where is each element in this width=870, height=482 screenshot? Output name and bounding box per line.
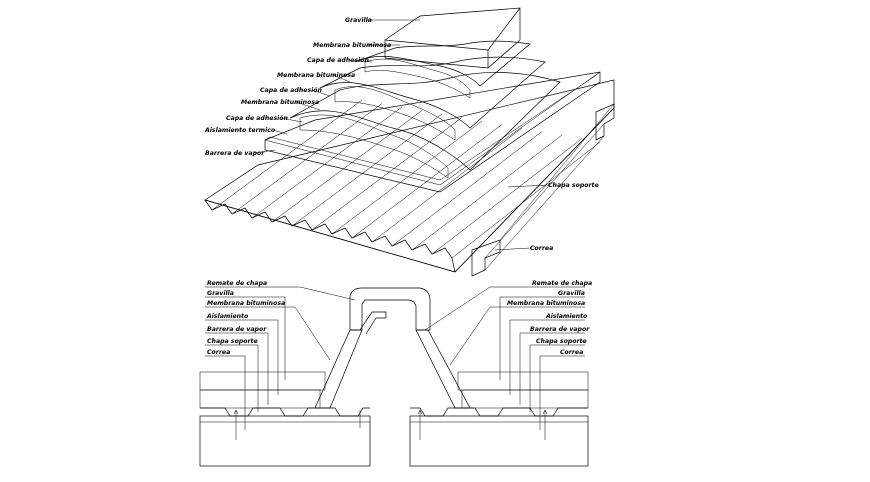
sec-left-membrana: Membrana bituminosa bbox=[207, 299, 285, 307]
membrane-layer-3 bbox=[289, 72, 561, 171]
iso-label-barrera: Barrera de vapor bbox=[205, 150, 265, 157]
deck-rib bbox=[271, 110, 423, 223]
adhesion-stripes-3 bbox=[299, 114, 449, 179]
deck-rib bbox=[451, 141, 601, 259]
iso-label-aislamiento: Aislamiento termico bbox=[204, 126, 276, 134]
sec-right-correa: Correa bbox=[560, 349, 583, 356]
vapor-barrier-layer bbox=[264, 71, 601, 193]
deck-rib bbox=[371, 127, 523, 243]
right-deck-profile bbox=[410, 407, 588, 417]
membrane-layer-1 bbox=[354, 40, 531, 87]
left-deck-profile bbox=[200, 407, 370, 417]
iso-label-membrana-2: Membrana bituminosa bbox=[277, 71, 355, 79]
section-detail: Remate de chapa Gravilla Membrana bitumi… bbox=[199, 279, 592, 467]
iso-label-adhesion-3: Capa de adhesión bbox=[226, 114, 289, 122]
sec-left-aislamiento: Aislamiento bbox=[206, 312, 249, 320]
right-structure bbox=[409, 415, 589, 467]
iso-label-correa: Correa bbox=[530, 245, 553, 252]
sec-left-correa: Correa bbox=[207, 349, 230, 356]
sec-right-membrana: Membrana bituminosa bbox=[507, 299, 585, 307]
right-insulation bbox=[461, 389, 589, 409]
iso-label-adhesion-1: Capa de adhesión bbox=[307, 56, 370, 64]
left-gravel bbox=[199, 371, 326, 391]
sec-left-barrera: Barrera de vapor bbox=[207, 326, 267, 333]
deck-rib bbox=[291, 113, 443, 227]
gravel-block bbox=[384, 7, 521, 69]
iso-label-adhesion-2: Capa de adhesión bbox=[260, 86, 323, 94]
right-gravel bbox=[457, 371, 589, 391]
left-insulation bbox=[199, 389, 321, 409]
sec-left-chapa: Chapa soporte bbox=[207, 337, 258, 345]
central-curb bbox=[349, 287, 431, 331]
sec-right-barrera: Barrera de vapor bbox=[530, 326, 590, 333]
left-upstand bbox=[314, 329, 363, 409]
deck-ribs bbox=[211, 99, 601, 259]
sec-left-gravilla: Gravilla bbox=[207, 290, 234, 297]
insulation-layer bbox=[264, 71, 601, 186]
flashing bbox=[359, 311, 387, 335]
deck-rib bbox=[351, 124, 503, 239]
deck-rib bbox=[431, 138, 583, 255]
iso-label-membrana-1: Membrana bituminosa bbox=[313, 41, 391, 49]
deck-sheet bbox=[204, 79, 615, 273]
sec-right-remate: Remate de chapa bbox=[532, 279, 592, 287]
left-leaders bbox=[205, 286, 356, 430]
sec-right-chapa: Chapa soporte bbox=[536, 337, 587, 345]
left-structure bbox=[199, 415, 371, 467]
membrane-layer-2 bbox=[319, 56, 546, 129]
iso-label-membrana-3: Membrana bituminosa bbox=[241, 98, 319, 106]
deck-rib bbox=[251, 106, 403, 219]
iso-leaders bbox=[253, 19, 549, 251]
iso-label-chapa-soporte: Chapa soporte bbox=[548, 181, 599, 189]
sec-right-gravilla: Gravilla bbox=[558, 290, 585, 297]
sec-right-aislamiento: Aislamiento bbox=[545, 312, 588, 320]
iso-label-gravilla: Gravilla bbox=[345, 17, 372, 24]
purlin-beam bbox=[471, 103, 615, 277]
deck-rib bbox=[331, 120, 483, 235]
adhesion-stripes-2 bbox=[334, 86, 456, 141]
deck-rib bbox=[311, 117, 463, 231]
support-arrows bbox=[233, 409, 548, 440]
sec-left-remate: Remate de chapa bbox=[207, 279, 267, 287]
right-leaders bbox=[424, 286, 585, 430]
isometric-roof: Gravilla Membrana bituminosa Capa de adh… bbox=[204, 7, 615, 277]
deck-rib bbox=[391, 131, 543, 247]
adhesion-stripes-1 bbox=[364, 58, 471, 99]
deck-rib bbox=[411, 134, 563, 251]
